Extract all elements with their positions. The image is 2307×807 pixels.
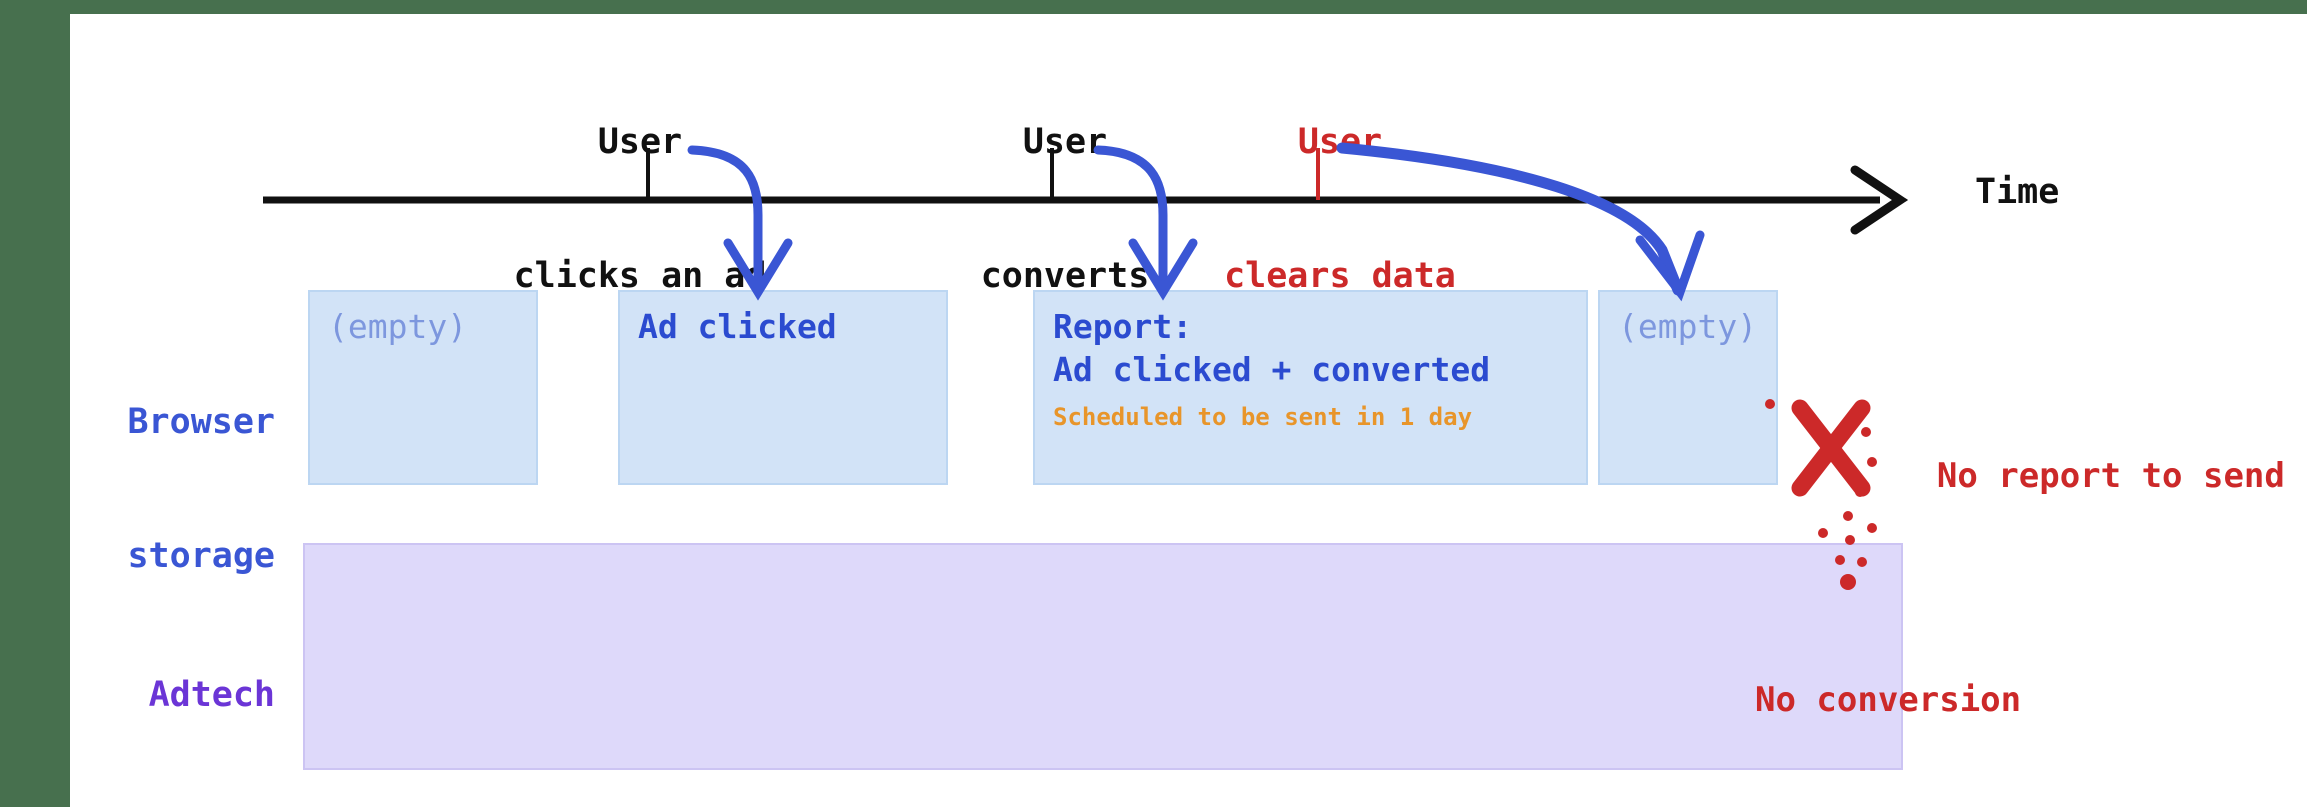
browser-storage-box-report-pending: Report: Ad clicked + converted Scheduled… (1033, 290, 1588, 485)
timeline-event-ad-click-line1: User (597, 121, 683, 162)
row-label-browser-storage: Browser storage (60, 310, 275, 668)
row-label-adtech-server-line1: Adtech (148, 674, 275, 715)
row-label-adtech-server: Adtech server (60, 583, 275, 807)
arrow-right-icon (1850, 165, 1909, 235)
row-label-browser-storage-line2: storage (127, 535, 275, 576)
timeline-event-conversion-line1: User (1022, 121, 1108, 162)
browser-storage-box-empty-after-clear: (empty) (1598, 290, 1778, 485)
timeline-event-clear-data-line1: User (1297, 121, 1383, 162)
annotation-no-report-to-send: No report to send (1855, 410, 2285, 543)
storage-text-ad-clicked: Ad clicked (638, 307, 837, 346)
storage-text-empty-after-clear: (empty) (1618, 307, 1758, 346)
time-axis-label: Time (1975, 172, 2060, 212)
annotation-no-conversion-reported-line1: No conversion (1755, 680, 2022, 721)
storage-text-report-body: Ad clicked + converted (1053, 349, 1491, 389)
page-frame-left-strip (0, 0, 70, 807)
annotation-no-conversion-reported: No conversion reported to adtech (1755, 590, 2123, 807)
annotation-no-report-to-send-text: No report to send (1936, 456, 2285, 497)
storage-text-report-heading: Report: (1053, 307, 1193, 346)
adtech-server-box (303, 543, 1903, 770)
row-label-browser-storage-line1: Browser (127, 401, 275, 442)
storage-text-report-schedule: Scheduled to be sent in 1 day (1053, 402, 1473, 431)
browser-storage-box-empty-initial: (empty) (308, 290, 538, 485)
storage-text-empty-initial: (empty) (328, 307, 468, 346)
browser-storage-box-ad-clicked: Ad clicked (618, 290, 948, 485)
red-x-icon (1791, 399, 1871, 497)
page-frame-top-strip (0, 0, 2307, 14)
